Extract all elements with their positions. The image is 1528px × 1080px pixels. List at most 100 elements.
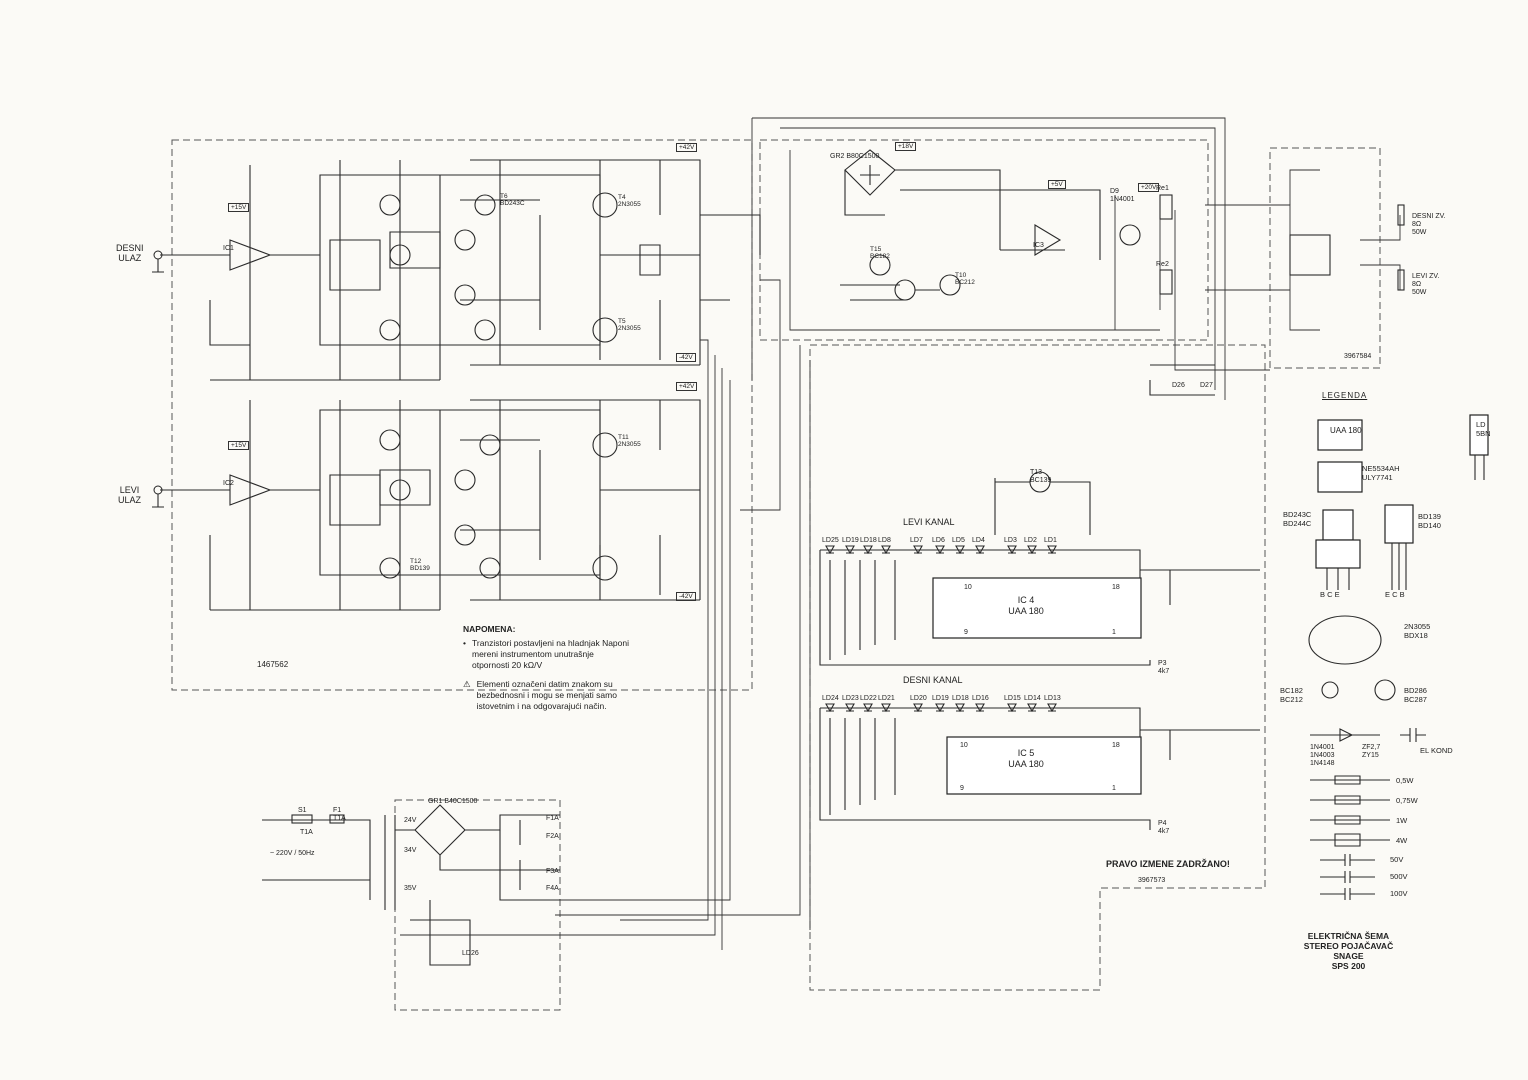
channel-left-label: LEVI KANAL <box>903 517 955 527</box>
ic5-pin10: 10 <box>960 742 968 749</box>
legend-bce: B C E <box>1320 590 1340 599</box>
rail-pos18: +18V <box>895 142 917 151</box>
note-item-2-text: Elementi označeni datim znakom su bezbed… <box>476 679 617 711</box>
title-block: ELEKTRIČNA ŠEMA STEREO POJAČAVAČ SNAGE S… <box>1296 931 1401 971</box>
left-input-label: LEVI ULAZ <box>118 485 142 505</box>
ic5-type: UAA 180 <box>1008 759 1044 769</box>
led-label: LD3 <box>1004 537 1017 544</box>
legend-c50: 50V <box>1390 855 1404 864</box>
legend-c500: 500V <box>1390 872 1408 881</box>
led-label: LD2 <box>1024 537 1037 544</box>
re2-label: Re2 <box>1156 261 1169 268</box>
vu-meter-section: IC 4 UAA 180 IC 5 UAA 180 10 18 9 1 10 1… <box>819 517 1260 884</box>
ic4-box <box>932 577 1142 639</box>
doc-id-vu: 3967573 <box>1138 877 1165 884</box>
interconnect-wiring <box>400 117 1401 950</box>
t11-label: T11 2N3055 <box>618 434 641 448</box>
ic4-pin18: 18 <box>1112 584 1120 591</box>
led-icon <box>975 545 985 555</box>
led-icon <box>863 703 873 713</box>
rail-pos42-bottom: +42V <box>676 382 698 391</box>
ic4-label: IC 4 <box>1018 595 1035 605</box>
legend-c100: 100V <box>1390 889 1408 898</box>
note-title: NAPOMENA: <box>463 624 516 634</box>
led-label: LD18 <box>860 537 877 544</box>
led-label: LD16 <box>972 695 989 702</box>
led-icon <box>1027 703 1037 713</box>
ld26-label: LD26 <box>462 950 479 957</box>
legend-ecb: E C B <box>1385 590 1405 599</box>
title-line-1: ELEKTRIČNA ŠEMA <box>1307 931 1390 941</box>
switch-label: S1 <box>298 807 307 814</box>
legend-r1: 1W <box>1396 816 1408 825</box>
led-label: LD14 <box>1024 695 1041 702</box>
rail-neg42-top: -42V <box>676 353 696 362</box>
note-item-1-text: Tranzistori postavljeni na hladnjak Napo… <box>471 638 630 670</box>
legend-bd243: BD243C BD244C <box>1283 510 1312 528</box>
ic4-type: UAA 180 <box>1008 606 1044 616</box>
right-input-label: DESNI ULAZ <box>116 243 144 263</box>
led-label: LD22 <box>860 695 877 702</box>
legend-ld: LD 5BN <box>1476 420 1491 438</box>
led-icon <box>935 703 945 713</box>
led-label: LD4 <box>972 537 985 544</box>
led-icon <box>881 703 891 713</box>
led-icon <box>935 545 945 555</box>
legend-el-kond: EL KOND <box>1420 746 1453 755</box>
note-block: NAPOMENA: • Tranzistori postavljeni na h… <box>463 624 633 712</box>
legend-bd286: BD286 BC287 <box>1404 686 1427 704</box>
led-icon <box>1027 545 1037 555</box>
legend-zener: ZF2,7 ZY15 <box>1362 744 1381 759</box>
ic2-label: IC2 <box>223 480 234 487</box>
led-label: LD6 <box>932 537 945 544</box>
t12-label: T12 BD139 <box>410 558 430 572</box>
legend-r4: 4W <box>1396 836 1408 845</box>
note-item-1: • Tranzistori postavljeni na hladnjak Na… <box>463 638 633 671</box>
led-label: LD8 <box>878 537 891 544</box>
right-channel-amplifier: IC1 <box>152 159 761 381</box>
legend-r075: 0,75W <box>1396 796 1418 805</box>
led-icon <box>825 703 835 713</box>
legend-bc182: BC182 BC212 <box>1280 686 1303 704</box>
led-label: LD13 <box>1044 695 1061 702</box>
voltage-35: 35V <box>404 885 417 892</box>
doc-id-prot: 3967584 <box>1344 353 1371 360</box>
re1-label: Re1 <box>1156 185 1169 192</box>
voltage-34: 34V <box>404 847 417 854</box>
mains-label: ~ 220V / 50Hz <box>270 850 315 857</box>
led-icon <box>975 703 985 713</box>
doc-id-amp: 1467562 <box>257 660 289 669</box>
led-label: LD23 <box>842 695 859 702</box>
led-label: LD1 <box>1044 537 1057 544</box>
rail-pos15-top: +15V <box>228 203 250 212</box>
led-label: LD20 <box>910 695 927 702</box>
legend-2n3055: 2N3055 BDX18 <box>1404 622 1431 640</box>
legend-heading: LEGENDA <box>1322 391 1368 400</box>
legend-ne5534: NE5534AH ULY7741 <box>1362 464 1400 482</box>
ic4-pin1: 1 <box>1112 629 1116 636</box>
rail-neg42-bottom: -42V <box>676 592 696 601</box>
led-icon <box>881 545 891 555</box>
fuse-a: F1A <box>546 815 559 822</box>
led-icon <box>825 545 835 555</box>
legend-bd139: BD139 BD140 <box>1418 512 1441 530</box>
bridge2-label: GR2 B80C1500 <box>830 153 880 160</box>
led-label: LD18 <box>952 695 969 702</box>
led-icon <box>1047 545 1057 555</box>
led-icon <box>955 703 965 713</box>
t4-label: T4 2N3055 <box>618 194 641 208</box>
warning-triangle-icon: ⚠ <box>463 679 471 689</box>
fuse-b: F2A <box>546 833 559 840</box>
ic5-pin18: 18 <box>1112 742 1120 749</box>
bullet-icon: • <box>463 638 466 648</box>
